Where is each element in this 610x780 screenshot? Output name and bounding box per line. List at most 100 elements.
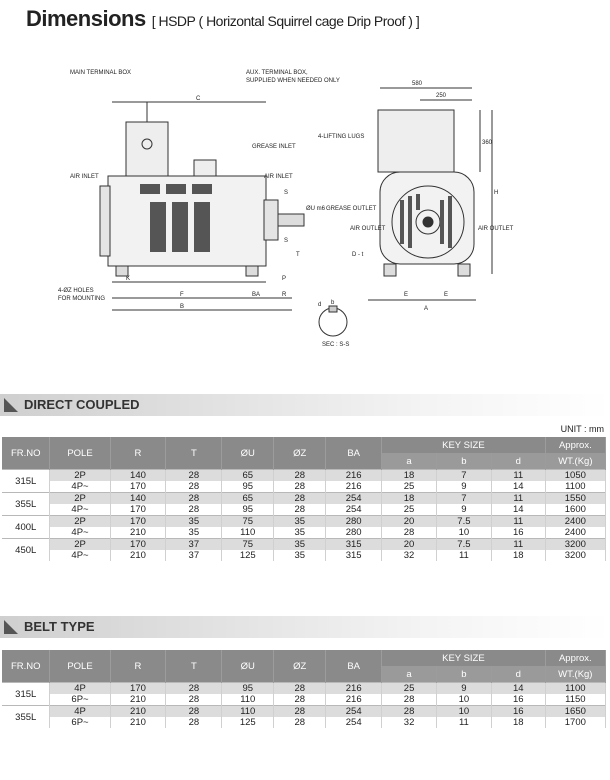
dim-s-bottom: S [284,238,288,244]
cell-ba: 216 [325,694,383,706]
label-mounting-holes-note: FOR MOUNTING [58,296,105,302]
cell-t: 28 [165,694,223,706]
cell-r: 210 [110,527,167,539]
cell-u: 125 [221,717,275,728]
cell-r: 170 [110,515,167,527]
dim-t: T [296,252,300,258]
cell-z: 35 [273,527,327,539]
cell-z: 35 [273,515,327,527]
label-grease-outlet: GREASE OUTLET [326,206,377,212]
cell-r: 210 [110,694,167,706]
cell-ba: 216 [325,481,383,493]
cell-fr-no: 315L [2,469,51,493]
cell-u: 65 [221,492,275,504]
belt-type-table: FR.NO POLE R T ØU ØZ BA KEY SIZE Approx.… [2,650,607,728]
direct-coupled-table: FR.NO POLE R T ØU ØZ BA KEY SIZE Approx.… [2,437,607,561]
col-key-size: KEY SIZE [381,437,546,453]
cell-a: 25 [381,481,437,493]
col-key-d: d [491,666,546,683]
cell-pole: 4P~ [49,550,111,561]
col-wt-1: Approx. [545,437,607,453]
cell-ba: 254 [325,504,383,516]
cell-fr-no: 315L [2,682,51,706]
cell-a: 32 [381,717,437,728]
cell-u: 75 [221,538,275,550]
cell-t: 28 [165,504,223,516]
cell-z: 28 [273,717,327,728]
cell-a: 25 [381,682,437,694]
cell-b: 9 [436,504,492,516]
col-key-size: KEY SIZE [381,650,546,666]
page-title: Dimensions[ HSDP ( Horizontal Squirrel c… [26,6,420,32]
label-air-inlet-right: AIR INLET [264,174,293,180]
cell-z: 35 [273,550,327,561]
cell-d: 16 [491,705,546,717]
cell-pole: 2P [49,538,111,550]
col-ba: BA [325,650,383,683]
dim-250: 250 [436,93,447,99]
cell-pole: 2P [49,492,111,504]
col-fr-no: FR.NO [2,650,51,683]
dim-f: F [180,292,184,298]
cell-pole: 4P~ [49,527,111,539]
cell-ba: 254 [325,492,383,504]
cell-r: 170 [110,682,167,694]
col-z: ØZ [273,437,327,470]
cell-ba: 315 [325,550,383,561]
cell-fr-no: 450L [2,538,51,561]
cell-d: 14 [491,682,546,694]
col-wt-2: WT.(Kg) [545,453,607,470]
cell-r: 210 [110,717,167,728]
cell-wt: 1650 [545,705,607,717]
dimension-drawing: MAIN TERMINAL BOX AUX. TERMINAL BOX, SUP… [58,70,514,348]
cell-a: 32 [381,550,437,561]
col-r: R [110,650,167,683]
col-r: R [110,437,167,470]
label-air-outlet-right: AIR OUTLET [478,226,514,232]
cell-b: 7.5 [436,515,492,527]
label-lifting-lugs: 4-LIFTING LUGS [318,134,364,140]
dim-e-right: E [444,292,448,298]
cell-u: 75 [221,515,275,527]
cell-r: 140 [110,469,167,481]
col-fr-no: FR.NO [2,437,51,470]
cell-b: 10 [436,694,492,706]
section-header-direct: DIRECT COUPLED [0,394,610,416]
cell-b: 11 [436,717,492,728]
dim-u: ØU m6 [306,206,326,212]
dim-b: B [180,304,184,310]
cell-d: 18 [491,550,546,561]
label-aux-terminal-box-note: SUPPLIED WHEN NEEDED ONLY [246,78,340,84]
col-wt-2: WT.(Kg) [545,666,607,683]
cell-fr-no: 355L [2,492,51,516]
cell-u: 95 [221,504,275,516]
cell-u: 110 [221,694,275,706]
cell-d: 11 [491,538,546,550]
label-main-terminal-box: MAIN TERMINAL BOX [70,70,131,76]
col-u: ØU [221,650,275,683]
cell-z: 28 [273,694,327,706]
col-ba: BA [325,437,383,470]
cell-a: 28 [381,705,437,717]
col-key-b: b [436,666,492,683]
cell-t: 28 [165,492,223,504]
cell-t: 28 [165,481,223,493]
cell-r: 210 [110,705,167,717]
dim-d-t: D - t [352,252,364,258]
col-wt-1: Approx. [545,650,607,666]
cell-r: 140 [110,492,167,504]
cell-fr-no: 400L [2,515,51,539]
cell-r: 170 [110,504,167,516]
cell-pole: 2P [49,469,111,481]
cell-u: 110 [221,527,275,539]
cell-t: 28 [165,705,223,717]
cell-u: 95 [221,481,275,493]
cell-wt: 1100 [545,481,607,493]
col-key-d: d [491,453,546,470]
cell-r: 170 [110,538,167,550]
